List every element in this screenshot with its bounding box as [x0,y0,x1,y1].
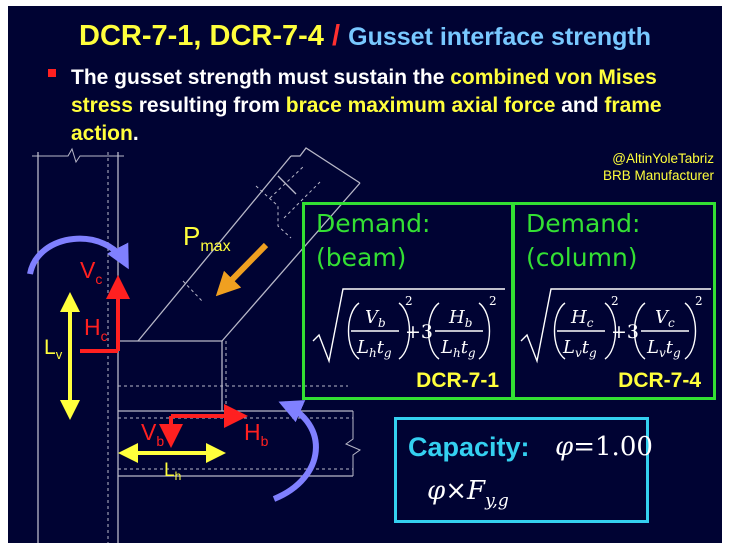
capacity-phi: φ [427,476,446,506]
demand-beam-header-line-2: (beam) [316,243,407,272]
lh-label: Lh [164,460,181,483]
svg-text:+3: +3 [405,321,433,343]
hc-label: Hc [84,314,108,344]
vb-label: Vb [141,419,164,449]
gusset-plate [118,340,227,411]
bullet-marker [48,69,56,77]
svg-text:Hc: Hc [570,307,594,330]
demand-beam-header: Demand: (beam) [316,207,430,275]
demand-beam-header-line-1: Demand: [316,209,431,238]
svg-text:2: 2 [405,294,413,308]
capacity-f: F [467,476,486,506]
column-moment-arrow [27,235,129,275]
brace-member [137,147,361,342]
vc-label: Vc [80,257,102,287]
demand-beam-formula: Vb Lhtg Hb Lhtg 2 +3 2 [312,288,505,364]
phi-equation: φ=1.00 [555,432,653,462]
credit-line-2: BRB Manufacturer [602,168,714,183]
times-sign: × [445,476,468,506]
phi-symbol: φ [555,432,574,462]
lv-label: Lv [44,336,63,362]
slide: DCR-7-1, DCR-7-4 / Gusset interface stre… [8,6,722,543]
svg-text:Lvtg: Lvtg [646,337,681,360]
svg-text:Lhtg: Lhtg [440,337,476,360]
slide-title: DCR-7-1, DCR-7-4 / Gusset interface stre… [8,20,722,53]
title-separator: / [332,20,341,52]
pmax-label: Pmax [183,221,231,255]
svg-text:2: 2 [695,294,703,308]
bullet-part-4: . [132,122,139,145]
svg-text:Hb: Hb [448,307,472,330]
equals-sign: = [573,432,596,462]
bullet-part-3: and [555,94,605,117]
svg-text:2: 2 [489,294,497,308]
svg-text:Lhtg: Lhtg [356,337,392,360]
bullet-highlight-1: combined von Mises stress [71,66,657,117]
bullet-highlight-3: frame action [71,94,662,145]
title-subtitle: Gusset interface strength [348,23,651,51]
credit: @AltinYoleTabriz BRB Manufacturer [603,150,714,184]
demand-beam-code: DCR-7-1 [416,369,499,392]
svg-text:2: 2 [611,294,619,308]
bullet-part-2: resulting from [132,94,286,117]
bullet-highlight-2: brace maximum axial force [285,94,556,117]
svg-text:+3: +3 [611,321,639,343]
demand-column-code: DCR-7-4 [618,369,701,392]
credit-line-1: @AltinYoleTabriz [612,151,714,166]
demand-beam-box: Demand: (beam) Vb Lhtg Hb Lhtg 2 +3 [302,202,514,400]
hb-label: Hb [244,419,269,449]
capacity-box: Capacity: φ=1.00 φ×Fy,g [394,417,653,523]
demand-column-header-line-2: (column) [526,243,638,272]
bullet-part-1: The gusset strength must sustain the [71,66,451,89]
phi-value: 1.00 [595,432,653,462]
svg-text:Lvtg: Lvtg [562,337,597,360]
beam-moment-arrow [272,400,319,502]
demand-column-header-line-1: Demand: [526,209,641,238]
title-main: DCR-7-1, DCR-7-4 [79,20,324,52]
demand-column-box: Demand: (column) Hc Lvtg Vc Lvtg 2 +3 [512,202,716,400]
demand-column-formula: Hc Lvtg Vc Lvtg 2 +3 2 [520,288,711,364]
svg-text:Vb: Vb [365,307,386,330]
capacity-formula: φ×Fy,g [427,476,509,511]
capacity-f-subscript: y,g [485,491,509,511]
capacity-label: Capacity: [408,432,530,462]
demand-column-header: Demand: (column) [526,207,640,275]
brace-force-arrow [215,242,269,297]
svg-text:Vc: Vc [655,307,675,330]
bullet-text: The gusset strength must sustain the com… [71,64,711,148]
connection-diagram: Pmax Vc Hc Lv Vb Hb Lh [27,147,362,543]
